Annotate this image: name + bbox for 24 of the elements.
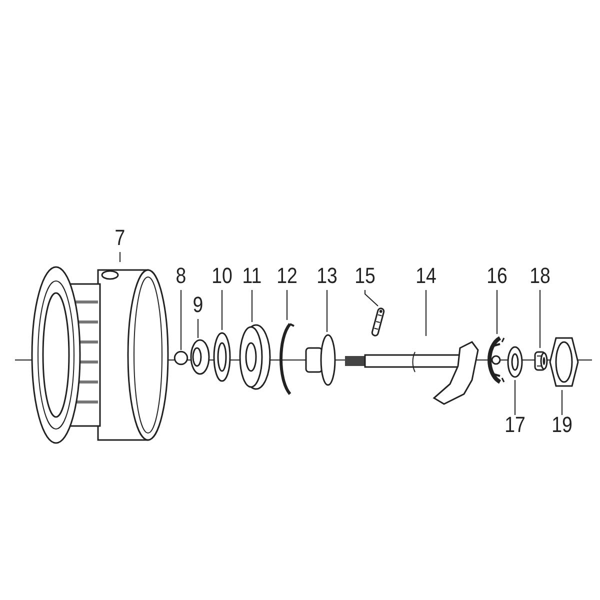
callout-number: 10 bbox=[209, 264, 235, 288]
callout-number: 14 bbox=[413, 264, 439, 288]
leader-line bbox=[180, 290, 182, 350]
washer-drawing bbox=[188, 338, 210, 376]
callout-number: 15 bbox=[352, 264, 378, 288]
leader-line bbox=[496, 290, 498, 334]
leader-line bbox=[326, 290, 328, 332]
callout-number: 9 bbox=[188, 293, 208, 317]
ring-drawing bbox=[506, 344, 524, 380]
leader-line bbox=[514, 380, 516, 416]
callout-number: 17 bbox=[502, 413, 528, 437]
callout-number: 13 bbox=[314, 264, 340, 288]
washer-drawing bbox=[212, 330, 232, 384]
nut-drawing bbox=[304, 332, 338, 388]
callout-number: 12 bbox=[274, 264, 300, 288]
leader-line bbox=[364, 290, 378, 306]
callout-number: 16 bbox=[484, 264, 510, 288]
callout-number: 7 bbox=[107, 226, 133, 250]
circle-shape bbox=[174, 350, 188, 366]
leader-line bbox=[286, 290, 288, 320]
callout-number: 19 bbox=[549, 413, 575, 437]
callout-number: 11 bbox=[239, 264, 265, 288]
callout-number: 18 bbox=[527, 264, 553, 288]
callout-number: 8 bbox=[172, 264, 190, 288]
